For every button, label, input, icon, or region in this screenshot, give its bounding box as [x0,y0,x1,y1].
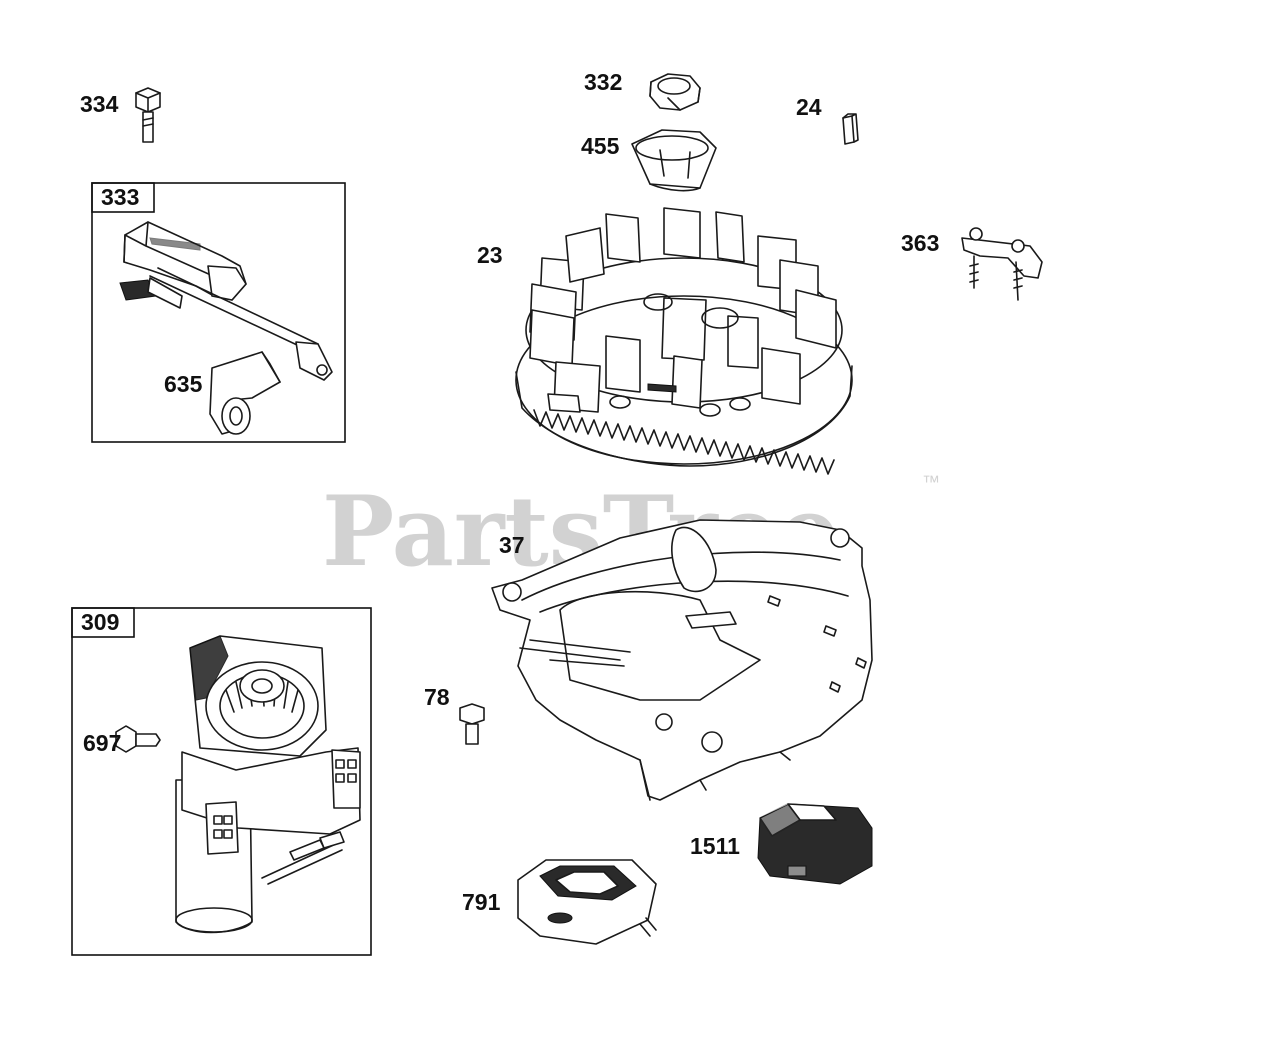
ignition-coil-drawing [119,221,333,381]
callout-1511: 1511 [690,833,740,859]
group-box-333: 333 [91,182,346,443]
callout-791: 791 [462,889,501,915]
battery-1511-drawing [757,803,873,885]
callout-455: 455 [581,133,620,159]
nut-332-drawing [649,73,701,111]
key-24-drawing [842,113,859,145]
group-box-309-label: 309 [81,609,119,635]
flywheel-23-drawing [515,207,853,475]
bracket-363-drawing [961,227,1043,301]
callout-697: 697 [83,730,121,756]
bolt-78-drawing [459,703,485,745]
watermark-trademark: ™ [922,472,940,492]
group-box-333-label: 333 [101,184,139,210]
bolt-334-drawing [135,87,161,143]
group-box-309: 309 [71,607,372,956]
callout-23: 23 [477,242,503,268]
callout-37: 37 [499,532,525,558]
callout-334: 334 [80,91,119,117]
bolt-697-drawing [115,725,161,753]
callout-24: 24 [796,94,822,120]
callout-78: 78 [424,684,450,710]
housing-37-drawing [491,519,873,801]
spark-plug-boot-drawing [209,351,281,435]
starter-motor-drawing [175,635,361,934]
callout-332: 332 [584,69,622,95]
charger-791-drawing [517,859,657,945]
callout-363: 363 [901,230,939,256]
callout-635: 635 [164,371,203,397]
clip-455-drawing [631,129,717,192]
